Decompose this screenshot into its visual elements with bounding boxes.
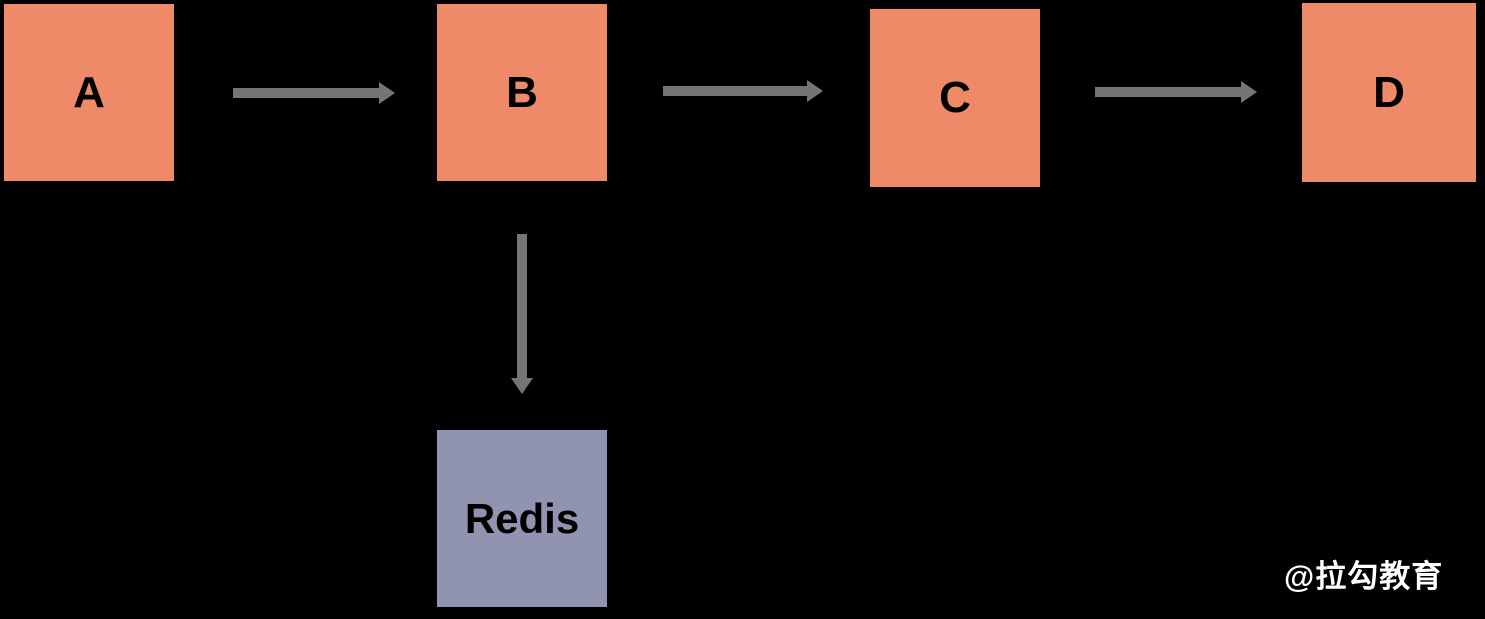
arrow-b-to-redis <box>511 234 533 394</box>
node-redis: Redis <box>437 430 607 607</box>
arrow-head-down-icon <box>511 378 533 394</box>
arrow-shaft <box>517 234 527 378</box>
watermark: @拉勾教育 <box>1284 559 1444 594</box>
arrow-a-to-b <box>233 82 395 104</box>
arrow-c-to-d <box>1095 81 1257 103</box>
arrow-shaft <box>1095 87 1241 97</box>
arrow-head-right-icon <box>379 82 395 104</box>
node-a: A <box>4 4 174 181</box>
node-c: C <box>870 9 1040 187</box>
arrow-shaft <box>663 86 807 96</box>
arrow-head-right-icon <box>807 80 823 102</box>
arrow-head-right-icon <box>1241 81 1257 103</box>
node-d: D <box>1302 3 1476 182</box>
arrow-shaft <box>233 88 379 98</box>
arrow-b-to-c <box>663 80 823 102</box>
node-b: B <box>437 4 607 181</box>
